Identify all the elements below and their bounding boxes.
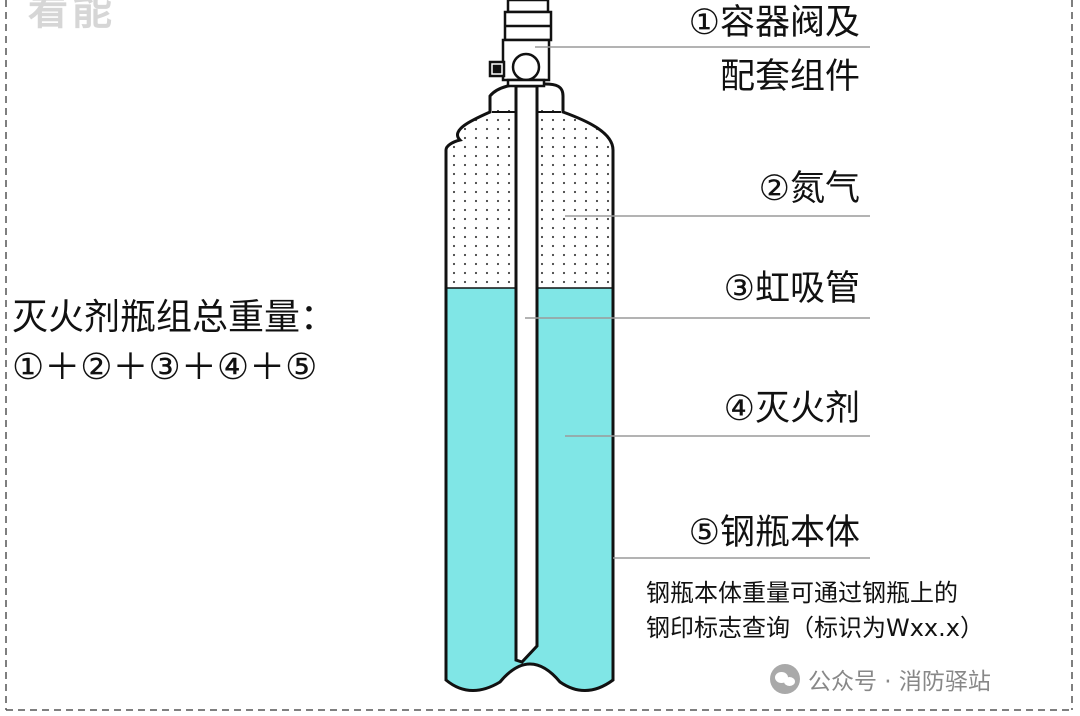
label-siphon-tube: ③虹吸管 <box>723 269 860 309</box>
logo-fragment: 看能 <box>28 0 116 34</box>
label-valve-line1: ①容器阀及 <box>688 3 860 43</box>
container-valve-assembly <box>488 0 553 88</box>
label-nitrogen: ②氮气 <box>758 169 860 209</box>
label-extinguishing-agent: ④灭火剂 <box>723 389 860 429</box>
siphon-tube <box>514 84 539 664</box>
cylinder-weight-note: 钢瓶本体重量可通过钢瓶上的 钢印标志查询（标识为Wxx.x） <box>646 576 984 646</box>
total-weight-formula: ①＋②＋③＋④＋⑤ <box>12 347 318 388</box>
label-valve-line2: 配套组件 <box>719 57 860 97</box>
watermark-text: 公众号 · 消防驿站 <box>808 669 991 695</box>
note-line-1: 钢瓶本体重量可通过钢瓶上的 <box>646 579 958 607</box>
wechat-icon <box>770 664 800 694</box>
note-line-2: 钢印标志查询（标识为Wxx.x） <box>646 613 984 642</box>
watermark: 公众号 · 消防驿站 <box>770 662 991 696</box>
total-weight-title: 灭火剂瓶组总重量： <box>12 297 337 338</box>
dashed-frame <box>5 0 1073 711</box>
label-cylinder-body: ⑤钢瓶本体 <box>688 513 860 553</box>
steel-cylinder-body <box>444 82 615 692</box>
leader-lines <box>525 46 870 559</box>
